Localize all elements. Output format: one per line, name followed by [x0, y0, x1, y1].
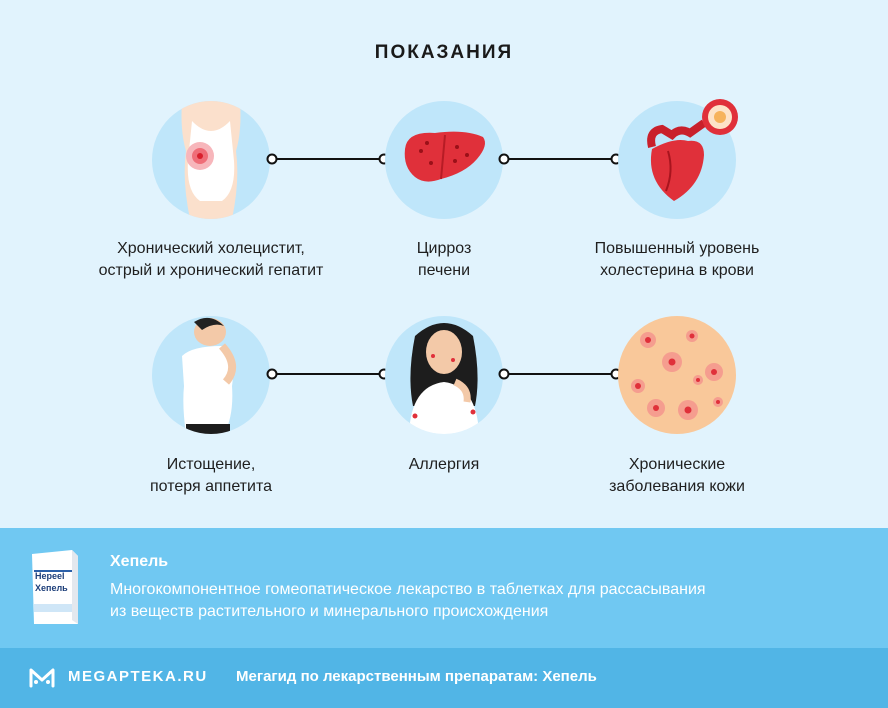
caption-line: Хронические — [628, 456, 726, 473]
caption-line: Цирроз — [416, 240, 472, 257]
connector-line — [498, 153, 622, 165]
page-title: ПОКАЗАНИЯ — [374, 42, 514, 63]
box-label-latin: Hepeel — [35, 571, 65, 581]
product-name: Хепель — [110, 553, 169, 570]
megapteka-logo-icon[interactable] — [28, 666, 56, 688]
caption-line: заболевания кожи — [609, 478, 745, 495]
caption-line: Повышенный уровень — [594, 240, 760, 257]
indication-caption: Аллергия — [299, 454, 589, 476]
product-info-bar — [0, 528, 888, 648]
caption-line: Хронический холецистит, — [117, 240, 305, 257]
caption-line: Истощение, — [166, 456, 256, 473]
liver-icon — [385, 101, 503, 219]
torso-pain-icon — [152, 101, 270, 219]
caption-line: потеря аппетита — [150, 478, 272, 495]
product-description: Многокомпонентное гомеопатическое лекарс… — [110, 579, 850, 623]
indication-caption: Хронические заболевания кожи — [532, 454, 822, 498]
connector-line — [266, 153, 390, 165]
indication-caption: Хронический холецистит, острый и хрониче… — [66, 238, 356, 282]
exhausted-person-icon — [152, 316, 270, 434]
product-box-image: Hepeel Хепель — [28, 548, 80, 626]
caption-line: острый и хронический гепатит — [98, 262, 324, 279]
connector-line — [266, 368, 390, 380]
indication-caption: Повышенный уровень холестерина в крови — [532, 238, 822, 282]
caption-line: Аллергия — [408, 456, 480, 473]
allergy-woman-icon — [385, 316, 503, 434]
footer-tagline: Мегагид по лекарственным препаратам: Хеп… — [236, 668, 597, 685]
connector-line — [498, 368, 622, 380]
indication-caption: Истощение, потеря аппетита — [66, 454, 356, 498]
footer-bar — [0, 648, 888, 708]
caption-line: холестерина в крови — [600, 262, 754, 279]
brand-link[interactable]: MEGAPTEKA.RU — [68, 668, 208, 685]
description-line: Многокомпонентное гомеопатическое лекарс… — [110, 581, 706, 598]
indication-caption: Цирроз печени — [299, 238, 589, 282]
heart-artery-icon — [618, 99, 738, 219]
box-label-cyrillic: Хепель — [35, 583, 68, 593]
caption-line: печени — [417, 262, 471, 279]
description-line: из веществ растительного и минерального … — [110, 603, 549, 620]
skin-rash-icon — [618, 316, 736, 434]
